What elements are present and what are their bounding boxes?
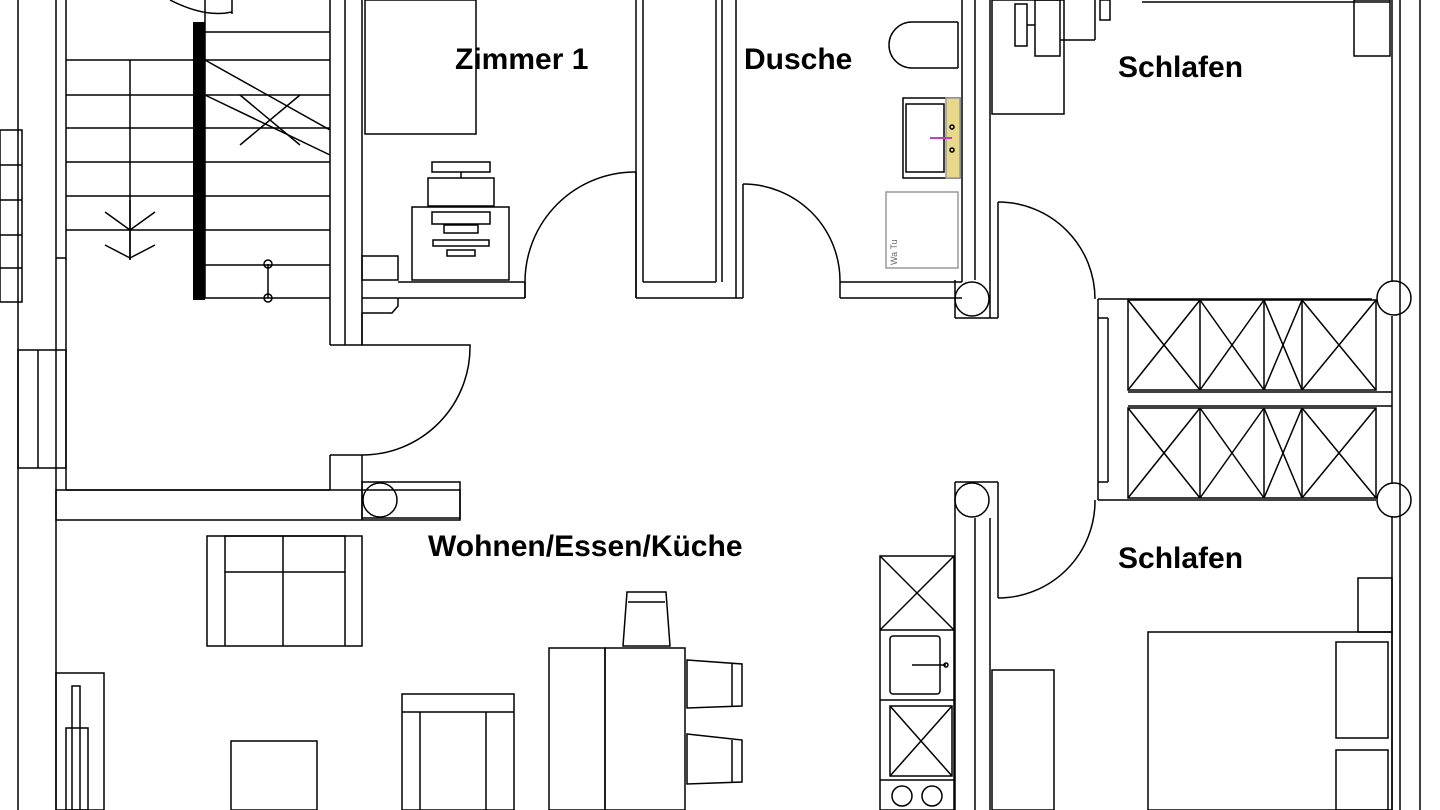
dusche-room: [742, 0, 963, 299]
shower-label: Wa Tu: [889, 239, 899, 265]
room-label-schlafen-top: Schlafen: [1118, 51, 1244, 84]
wardrobe-bottom: [1127, 407, 1377, 499]
shelf-left: [55, 672, 105, 810]
room-label-dusche: Dusche: [744, 43, 853, 76]
coffee-table: [230, 740, 318, 810]
armchair: [206, 535, 363, 647]
room-label-zimmer1: Zimmer 1: [455, 43, 589, 76]
dining-table: [548, 591, 743, 810]
sofa: [401, 693, 515, 810]
room-label-schlafen-bottom: Schlafen: [1118, 542, 1244, 575]
staircase: [65, 0, 346, 345]
kitchen-counter: [879, 555, 955, 810]
schlafen-top-room: [991, 0, 1421, 810]
stair-handrail: [193, 22, 205, 300]
schlafen-bottom-room: [954, 481, 1393, 810]
wardrobe-top: [1127, 299, 1377, 391]
shaft: [635, 0, 744, 299]
entrance-area: [55, 257, 471, 521]
wardrobe-walls: [1097, 299, 1412, 518]
room-label-wohnen: Wohnen/Essen/Küche: [428, 530, 743, 563]
bath-wall: [954, 0, 999, 319]
